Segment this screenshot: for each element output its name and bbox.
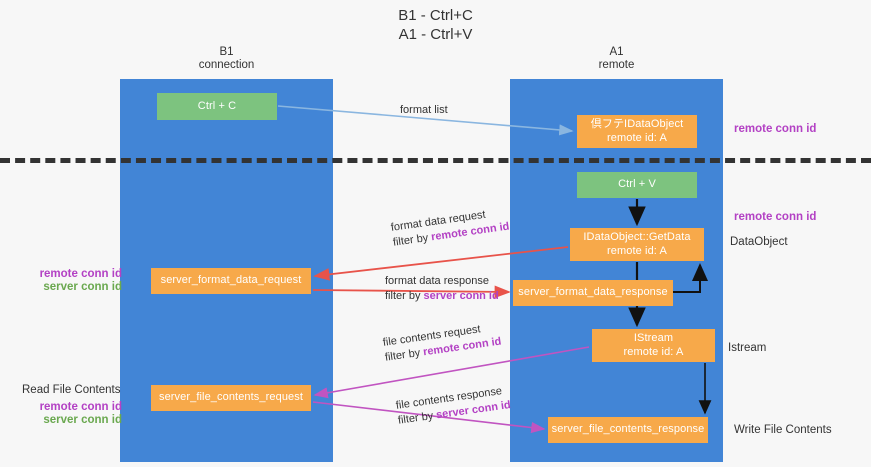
edge-label-file-contents-request: file contents request filter by remote c… bbox=[382, 320, 502, 366]
node-idataobject[interactable]: 倶フテIDataObject remote id: A bbox=[577, 115, 697, 148]
node-server-format-data-request[interactable]: server_format_data_request bbox=[151, 268, 311, 294]
node-server-file-contents-request[interactable]: server_file_contents_request bbox=[151, 385, 311, 411]
edge-label-file-contents-response: file contents response filter by server … bbox=[395, 383, 512, 429]
node-ctrl-c[interactable]: Ctrl + C bbox=[157, 93, 277, 120]
edge-label-format-data-request: format data request filter by remote con… bbox=[390, 205, 510, 251]
legend-remote-conn-id-bottom: remote conn id bbox=[39, 401, 122, 413]
side-note-write-file-contents: Write File Contents bbox=[734, 424, 832, 436]
node-idataobject-getdata[interactable]: IDataObject::GetData remote id: A bbox=[570, 228, 704, 261]
node-istream[interactable]: IStream remote id: A bbox=[592, 329, 715, 362]
node-server-file-contents-response[interactable]: server_file_contents_response bbox=[548, 417, 708, 443]
filter-key-server-conn-id: server conn id bbox=[423, 290, 499, 302]
legend-remote-conn-id-top: remote conn id bbox=[39, 268, 122, 280]
side-note-istream: Istream bbox=[728, 342, 767, 354]
side-note-remote-conn-id-top: remote conn id bbox=[734, 123, 817, 135]
edge-label-format-data-response: format data response filter by server co… bbox=[385, 274, 499, 304]
node-server-format-data-response[interactable]: server_format_data_response bbox=[513, 280, 673, 306]
side-note-remote-conn-id-mid: remote conn id bbox=[734, 211, 817, 223]
page-title: B1 - Ctrl+C A1 - Ctrl+V bbox=[398, 7, 473, 43]
side-note-dataobject: DataObject bbox=[730, 236, 788, 248]
edge-label-format-data-response-filter: filter by server conn id bbox=[385, 290, 499, 302]
legend-server-conn-id-bottom: server conn id bbox=[43, 414, 122, 426]
swimlane-b1-header: B1 connection bbox=[198, 46, 255, 71]
edge-label-format-list: format list bbox=[400, 104, 448, 116]
swimlane-a1-header: A1 remote bbox=[598, 46, 635, 71]
legend-conn-ids-bottom: remote conn id server conn id bbox=[22, 401, 122, 427]
node-ctrl-v[interactable]: Ctrl + V bbox=[577, 172, 697, 198]
legend-conn-ids-top: remote conn id server conn id bbox=[22, 268, 122, 294]
side-note-read-file-contents: Read File Contents bbox=[22, 384, 121, 396]
edge-label-format-data-response-text: format data response bbox=[385, 275, 489, 287]
phase-divider bbox=[0, 158, 871, 163]
legend-server-conn-id-top: server conn id bbox=[43, 281, 122, 293]
